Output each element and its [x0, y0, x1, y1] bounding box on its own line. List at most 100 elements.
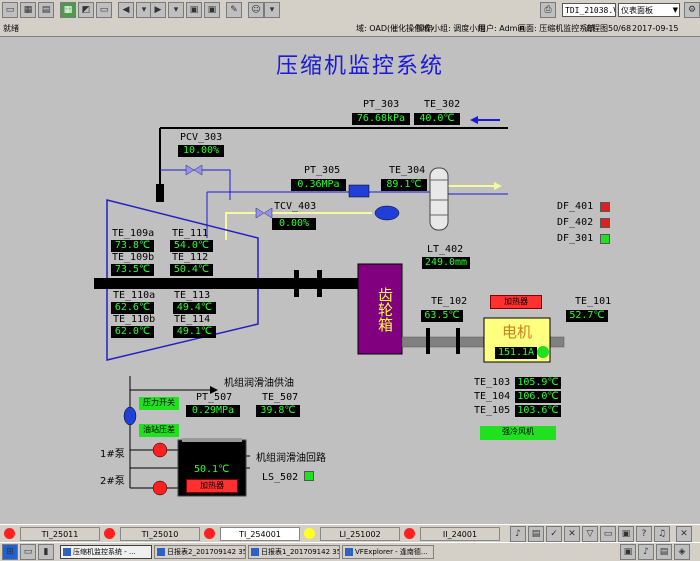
terminal-icon[interactable]: ▮ [38, 544, 54, 560]
oil-pressure-diff-button[interactable]: 油站压差 [139, 424, 179, 437]
pt507-value[interactable]: 0.29MPa [186, 405, 240, 417]
te104-label: TE_104 [474, 391, 511, 402]
alarm-dot-icon [4, 528, 15, 539]
speaker-icon[interactable]: ♪ [510, 526, 526, 542]
valve-icon [185, 164, 195, 176]
window-icon[interactable]: ▭ [2, 2, 18, 18]
te502-value[interactable]: 50.1℃ [194, 464, 230, 475]
forward-dropdown-icon[interactable]: ▾ [168, 2, 184, 18]
document-icon[interactable]: ▭ [96, 2, 112, 18]
page-icon[interactable]: ▣ [186, 2, 202, 18]
gearbox-label: 齿轮箱 [376, 286, 394, 332]
volume-icon[interactable]: ♪ [638, 544, 654, 560]
alarm-item[interactable]: II_24001 [404, 527, 504, 541]
pt305-value[interactable]: 0.36MPa [291, 179, 346, 191]
tag-value-field[interactable]: TDI_21038.VALUE [562, 3, 616, 17]
printer-icon[interactable]: ⎙ [540, 2, 556, 18]
page-next-icon[interactable]: ▣ [204, 2, 220, 18]
print-icon[interactable]: ▤ [38, 2, 54, 18]
alarm-dot-icon [304, 528, 315, 539]
pt303-value[interactable]: 76.68kPa [352, 113, 410, 125]
te111-value[interactable]: 54.0℃ [170, 240, 213, 252]
pcv303-value[interactable]: 10.00% [178, 145, 224, 157]
pressure-switch-icon [123, 406, 137, 426]
shield-icon[interactable]: ◈ [674, 544, 690, 560]
lock-icon[interactable]: ▣ [618, 526, 634, 542]
lt402-value[interactable]: 249.0mm [422, 257, 470, 269]
back-arrow-icon[interactable]: ◀ [118, 2, 134, 18]
te302-value[interactable]: 40.0℃ [414, 113, 460, 125]
forward-arrow-icon[interactable]: ▶ [150, 2, 166, 18]
bell-icon[interactable]: ♫ [654, 526, 670, 542]
pt507-label: PT_507 [196, 392, 233, 403]
te110a-label: TE_110a [113, 290, 156, 301]
alarm-dot-icon [204, 528, 215, 539]
pen-icon[interactable]: ✎ [226, 2, 242, 18]
compressor-body [106, 199, 259, 361]
panel-dropdown[interactable]: 仪表面板 ▼ [618, 3, 680, 17]
help-icon[interactable]: ? [636, 526, 652, 542]
status-flow: 流程图 [584, 24, 608, 33]
taskbar: ⊞ ▭ ▮ 压缩机监控系统 - ... 日报表2_201709142 35...… [0, 542, 700, 561]
te103-value[interactable]: 105.9℃ [515, 377, 561, 389]
te110b-label: TE_110b [113, 314, 156, 325]
te507-value[interactable]: 39.8℃ [256, 405, 300, 417]
page-title: 压缩机监控系统 [275, 54, 444, 79]
te105-value[interactable]: 103.6℃ [515, 405, 561, 417]
mute-icon[interactable]: ✕ [564, 526, 580, 542]
motor-current-value[interactable]: 151.1A [495, 347, 537, 359]
cooling-fan-button[interactable]: 强冷风机 [480, 426, 556, 440]
alarm-item[interactable]: TI_25011 [4, 527, 104, 541]
app-icon [251, 548, 259, 556]
taskbar-item[interactable]: 日报表1_201709142 35... [248, 545, 340, 559]
df401-indicator [600, 202, 610, 212]
folder-icon[interactable]: ▭ [20, 544, 36, 560]
network-icon[interactable]: ▣ [620, 544, 636, 560]
taskbar-item[interactable]: 压缩机监控系统 - ... [60, 545, 152, 559]
te109b-label: TE_109b [112, 252, 155, 263]
df402-indicator [600, 218, 610, 228]
te102-value[interactable]: 63.5℃ [421, 310, 463, 322]
chart-icon[interactable]: ◩ [78, 2, 94, 18]
taskbar-item[interactable]: 日报表2_201709142 35... [154, 545, 246, 559]
pressure-switch-button[interactable]: 压力开关 [139, 397, 179, 410]
chevron-down-icon: ▼ [672, 6, 678, 14]
alarm-dot-icon [404, 528, 415, 539]
ack-icon[interactable]: ✓ [546, 526, 562, 542]
window-small-icon[interactable]: ▭ [600, 526, 616, 542]
te112-value[interactable]: 50.4℃ [170, 264, 213, 276]
tcv403-label: TCV_403 [274, 201, 317, 212]
status-user: 用户: Admin [478, 24, 525, 33]
user-icon[interactable]: ☺ [248, 2, 264, 18]
te507-label: TE_507 [262, 392, 299, 403]
start-icon[interactable]: ⊞ [2, 544, 18, 560]
alarm-list-icon[interactable]: ▤ [528, 526, 544, 542]
te109a-value[interactable]: 73.8℃ [111, 240, 154, 252]
close-icon[interactable]: ✕ [676, 526, 692, 542]
alarm-item[interactable]: LI_251002 [304, 527, 404, 541]
te114-label: TE_114 [174, 314, 211, 325]
te110a-value[interactable]: 62.6℃ [111, 302, 154, 314]
filter-icon[interactable]: ▽ [582, 526, 598, 542]
tray-icon[interactable]: ▤ [656, 544, 672, 560]
pump2-indicator [152, 480, 168, 496]
te104-value[interactable]: 106.0℃ [515, 391, 561, 403]
te114-value[interactable]: 49.1℃ [173, 326, 216, 338]
tcv403-value[interactable]: 0.00% [272, 218, 316, 230]
te304-value[interactable]: 89.1℃ [381, 179, 427, 191]
heater-button[interactable]: 加热器 [490, 295, 542, 309]
pump1-label: 1#泵 [100, 449, 125, 460]
taskbar-item[interactable]: VFExplorer - 逢南德... [342, 545, 434, 559]
tank-heater-button[interactable]: 加热器 [186, 479, 238, 493]
toolbar: ▭ ▦ ▤ ▦ ◩ ▭ ◀ ▾ ▶ ▾ ▣ ▣ ✎ ☺ ▾ ⎙ TDI_2103… [0, 0, 700, 23]
alarm-item[interactable]: TI_25010 [104, 527, 204, 541]
user-dropdown-icon[interactable]: ▾ [264, 2, 280, 18]
te113-value[interactable]: 49.4℃ [173, 302, 216, 314]
te101-value[interactable]: 52.7℃ [566, 310, 608, 322]
te110b-value[interactable]: 62.0℃ [111, 326, 154, 338]
te109b-value[interactable]: 73.5℃ [111, 264, 154, 276]
status-ready: 就绪 [3, 24, 19, 33]
grid-green-icon[interactable]: ▦ [60, 2, 76, 18]
alarm-item[interactable]: TI_254001 [204, 527, 304, 541]
grid-icon[interactable]: ▦ [20, 2, 36, 18]
